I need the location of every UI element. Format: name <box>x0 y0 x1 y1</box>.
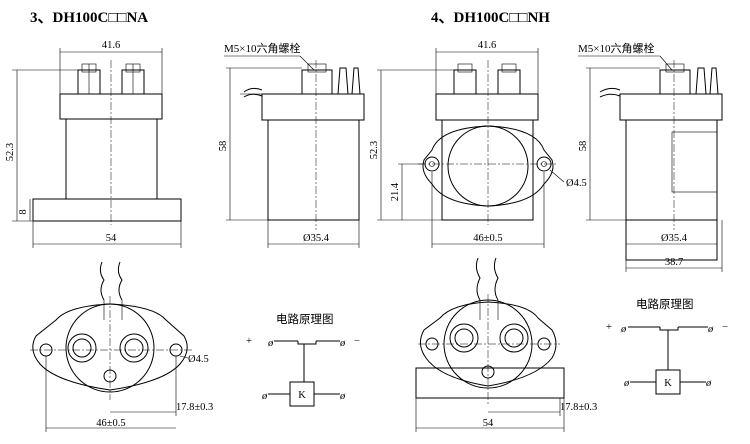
na-side-height: 58 <box>218 141 229 152</box>
nh-front-hole: Ø4.5 <box>566 178 587 189</box>
nh-side-height: 58 <box>578 141 589 152</box>
schematic-left: 电路原理图 + ø ø − ø K ø <box>246 312 360 407</box>
na-side-view: M5×10六角螺栓 58 Ø35.4 <box>218 41 365 248</box>
na-bolt-label: M5×10六角螺栓 <box>224 41 300 55</box>
schematic-right-plus: + <box>606 322 612 333</box>
nh-bottom-base-width: 54 <box>483 418 494 429</box>
nh-bottom-offset: 17.8±0.3 <box>560 402 597 413</box>
na-front-width-top: 41.6 <box>102 40 120 51</box>
svg-text:ø: ø <box>261 391 268 402</box>
nh-side-view: M5×10六角螺栓 58 Ø35.4 38.7 <box>578 41 723 272</box>
nh-front-span: 46±0.5 <box>473 233 502 244</box>
na-bottom-offset: 17.8±0.3 <box>176 402 213 413</box>
svg-text:ø: ø <box>707 324 714 335</box>
svg-text:ø: ø <box>267 338 274 349</box>
nh-front-flange-height: 21.4 <box>390 182 401 201</box>
svg-text:ø: ø <box>339 391 346 402</box>
nh-bottom-view: 17.8±0.3 54 <box>415 257 597 432</box>
schematic-left-title: 电路原理图 <box>276 312 334 326</box>
header-dh100c-na: 3、DH100C□□NA <box>30 10 149 26</box>
schematic-right-title: 电路原理图 <box>636 297 694 311</box>
schematic-right-coil: K <box>664 378 672 389</box>
na-front-view: 41.6 52.3 8 54 <box>5 40 182 248</box>
nh-side-diameter: Ø35.4 <box>661 233 688 244</box>
na-side-diameter: Ø35.4 <box>303 233 330 244</box>
na-bottom-view: Ø4.5 17.8±0.3 46±0.5 <box>30 261 213 432</box>
schematic-right-minus: − <box>722 322 728 333</box>
schematic-left-plus: + <box>246 336 252 347</box>
na-front-base-width: 54 <box>106 233 117 244</box>
na-front-height: 52.3 <box>5 143 16 161</box>
nh-front-view: 41.6 52.3 21.4 Ø4.5 46±0.5 <box>369 40 587 248</box>
header-band <box>0 0 750 30</box>
schematic-left-minus: − <box>354 336 360 347</box>
nh-bolt-label: M5×10六角螺栓 <box>578 41 654 55</box>
svg-text:ø: ø <box>705 378 712 389</box>
nh-front-width-top: 41.6 <box>478 40 496 51</box>
na-front-base-height: 8 <box>18 209 29 214</box>
nh-front-height: 52.3 <box>369 141 380 159</box>
schematic-left-coil: K <box>298 390 306 401</box>
nh-side-base-width: 38.7 <box>665 257 683 268</box>
svg-text:ø: ø <box>623 378 630 389</box>
svg-text:ø: ø <box>339 338 346 349</box>
na-bottom-span: 46±0.5 <box>96 418 125 429</box>
svg-text:ø: ø <box>620 324 627 335</box>
header-dh100c-nh: 4、DH100C□□NH <box>431 10 550 26</box>
schematic-right: 电路原理图 + ø ø − ø K ø <box>606 297 728 395</box>
na-bottom-hole: Ø4.5 <box>188 354 209 365</box>
